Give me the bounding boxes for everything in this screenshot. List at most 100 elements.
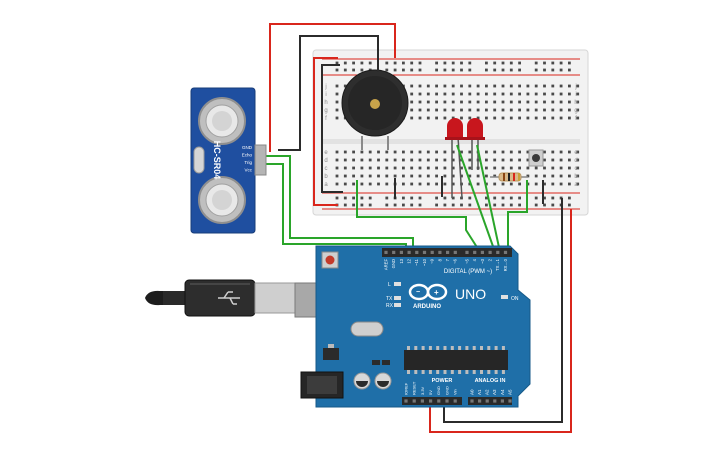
rail-hole[interactable] [485, 68, 488, 72]
breadboard-hole[interactable] [385, 166, 389, 170]
breadboard-hole[interactable] [509, 116, 513, 120]
breadboard-hole[interactable] [576, 100, 580, 104]
breadboard-hole[interactable] [410, 92, 414, 96]
rail-hole[interactable] [335, 61, 339, 65]
breadboard-hole[interactable] [476, 84, 480, 88]
breadboard-hole[interactable] [509, 100, 513, 104]
rail-hole[interactable] [451, 68, 455, 72]
breadboard-hole[interactable] [418, 100, 422, 104]
breadboard-hole[interactable] [443, 84, 447, 88]
analog-pin-hole[interactable] [485, 399, 489, 403]
rail-hole[interactable] [551, 68, 555, 72]
breadboard-hole[interactable] [576, 150, 580, 154]
digital-pin-hole[interactable] [496, 250, 500, 254]
rail-hole[interactable] [360, 196, 364, 200]
breadboard-hole[interactable] [343, 182, 347, 186]
rail-hole[interactable] [335, 68, 339, 72]
digital-pin-hole[interactable] [384, 250, 388, 254]
rail-hole[interactable] [518, 203, 521, 207]
breadboard-hole[interactable] [576, 92, 580, 96]
breadboard-hole[interactable] [468, 174, 472, 178]
breadboard-hole[interactable] [468, 116, 472, 120]
rail-hole[interactable] [360, 61, 364, 65]
rail-hole[interactable] [534, 196, 538, 200]
led-1[interactable] [445, 118, 465, 199]
rail-hole[interactable] [534, 203, 538, 207]
breadboard-hole[interactable] [576, 116, 580, 120]
rail-hole[interactable] [568, 196, 571, 200]
breadboard-hole[interactable] [543, 150, 546, 154]
breadboard-hole[interactable] [435, 158, 438, 162]
breadboard-hole[interactable] [343, 84, 347, 88]
breadboard-hole[interactable] [551, 150, 555, 154]
breadboard-hole[interactable] [426, 100, 430, 104]
breadboard-hole[interactable] [576, 182, 580, 186]
rail-hole[interactable] [418, 61, 422, 65]
rail-hole[interactable] [501, 68, 505, 72]
rail-hole[interactable] [368, 61, 372, 65]
breadboard-hole[interactable] [526, 158, 530, 162]
breadboard-hole[interactable] [485, 92, 488, 96]
breadboard-hole[interactable] [551, 116, 555, 120]
breadboard-hole[interactable] [501, 108, 505, 112]
breadboard-hole[interactable] [493, 174, 497, 178]
breadboard-hole[interactable] [377, 158, 380, 162]
breadboard-hole[interactable] [460, 108, 463, 112]
breadboard-hole[interactable] [426, 182, 430, 186]
breadboard-hole[interactable] [509, 92, 513, 96]
breadboard-hole[interactable] [493, 116, 497, 120]
breadboard-hole[interactable] [568, 150, 571, 154]
rail-hole[interactable] [402, 68, 405, 72]
breadboard-hole[interactable] [551, 182, 555, 186]
breadboard-hole[interactable] [518, 84, 521, 88]
breadboard-hole[interactable] [568, 108, 571, 112]
rail-hole[interactable] [460, 203, 463, 207]
breadboard-hole[interactable] [352, 150, 355, 154]
analog-pin-hole[interactable] [500, 399, 504, 403]
breadboard-hole[interactable] [509, 166, 513, 170]
rail-hole[interactable] [559, 61, 563, 65]
breadboard-hole[interactable] [485, 174, 488, 178]
breadboard-hole[interactable] [485, 100, 488, 104]
breadboard-hole[interactable] [443, 158, 447, 162]
breadboard-hole[interactable] [534, 166, 538, 170]
breadboard-hole[interactable] [343, 158, 347, 162]
breadboard-hole[interactable] [493, 84, 497, 88]
breadboard-hole[interactable] [509, 84, 513, 88]
breadboard-hole[interactable] [377, 166, 380, 170]
rail-hole[interactable] [509, 203, 513, 207]
breadboard-hole[interactable] [418, 92, 422, 96]
rail-hole[interactable] [468, 196, 472, 200]
rail-hole[interactable] [393, 203, 397, 207]
breadboard-hole[interactable] [526, 166, 530, 170]
rail-hole[interactable] [493, 61, 497, 65]
rail-hole[interactable] [352, 196, 355, 200]
breadboard-hole[interactable] [335, 182, 339, 186]
breadboard-hole[interactable] [377, 182, 380, 186]
rail-hole[interactable] [460, 68, 463, 72]
breadboard-hole[interactable] [335, 116, 339, 120]
breadboard-hole[interactable] [435, 116, 438, 120]
rail-hole[interactable] [410, 61, 414, 65]
breadboard-hole[interactable] [534, 182, 538, 186]
rail-hole[interactable] [568, 61, 571, 65]
breadboard-hole[interactable] [435, 100, 438, 104]
rail-hole[interactable] [443, 68, 447, 72]
breadboard-hole[interactable] [493, 108, 497, 112]
digital-pin-hole[interactable] [503, 250, 508, 254]
breadboard-hole[interactable] [526, 100, 530, 104]
breadboard-hole[interactable] [493, 158, 497, 162]
breadboard-hole[interactable] [393, 158, 397, 162]
breadboard-hole[interactable] [543, 100, 546, 104]
breadboard-hole[interactable] [501, 166, 505, 170]
breadboard-hole[interactable] [518, 108, 521, 112]
rail-hole[interactable] [410, 196, 414, 200]
breadboard-hole[interactable] [526, 92, 530, 96]
breadboard-hole[interactable] [518, 100, 521, 104]
rail-hole[interactable] [493, 196, 497, 200]
breadboard-hole[interactable] [377, 174, 380, 178]
breadboard-hole[interactable] [426, 84, 430, 88]
rail-hole[interactable] [360, 68, 364, 72]
breadboard-hole[interactable] [460, 166, 463, 170]
